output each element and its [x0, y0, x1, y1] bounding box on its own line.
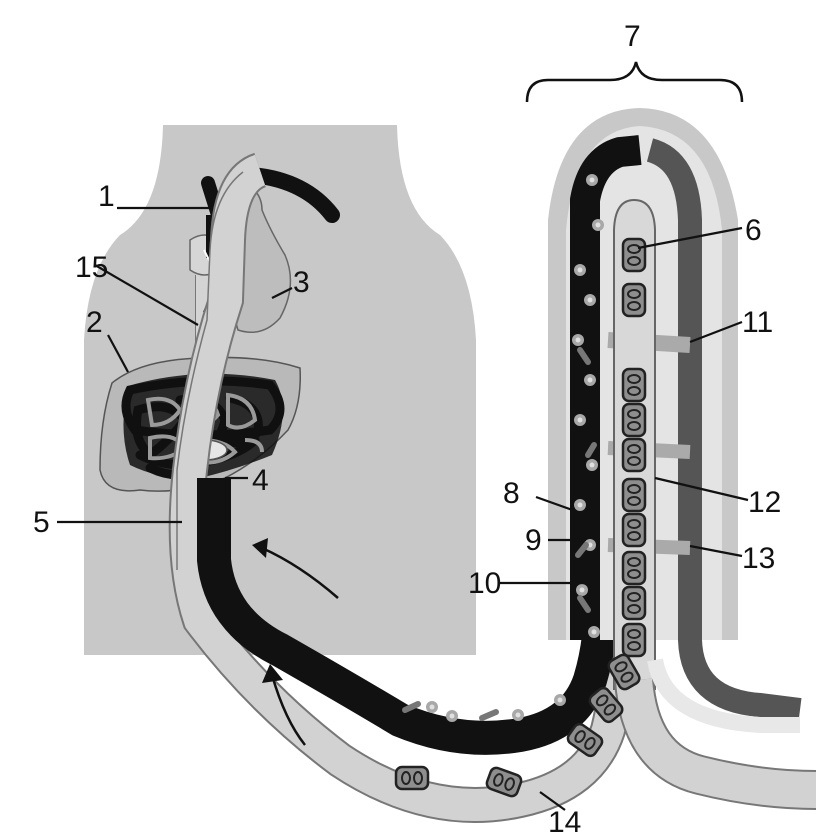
label-3: 3: [293, 266, 310, 299]
label-13: 13: [742, 542, 775, 575]
label-5: 5: [33, 506, 50, 539]
label-7: 7: [624, 20, 641, 53]
label-15: 15: [75, 251, 108, 284]
villus-bracket: [527, 62, 742, 102]
label-9: 9: [525, 524, 542, 557]
label-11: 11: [742, 306, 773, 339]
label-14: 14: [548, 806, 581, 837]
label-2: 2: [86, 306, 103, 339]
label-12: 12: [748, 486, 781, 519]
label-4: 4: [252, 464, 269, 497]
label-10: 10: [468, 567, 501, 600]
label-8: 8: [503, 477, 520, 510]
label-1: 1: [98, 180, 115, 213]
label-6: 6: [745, 214, 762, 247]
